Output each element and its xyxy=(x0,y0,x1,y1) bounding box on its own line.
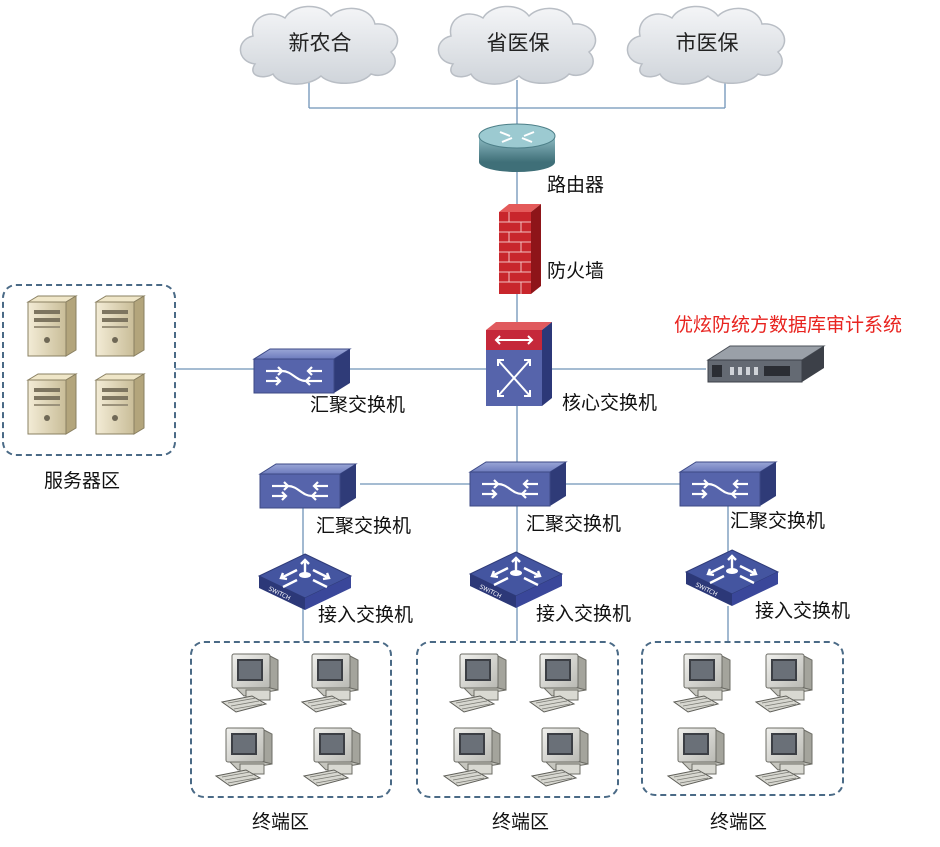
cloud-label: 省医保 xyxy=(486,31,550,55)
aggregation-switch-label: 汇聚交换机 xyxy=(526,513,622,535)
aggregation-switch-icon xyxy=(258,462,358,510)
cloud-label: 新农合 xyxy=(288,31,352,55)
aggregation-switch-icon xyxy=(678,460,778,508)
core-switch-label: 核心交换机 xyxy=(562,392,658,414)
aggregation-switch-label: 汇聚交换机 xyxy=(730,510,826,532)
access-switch-label: 接入交换机 xyxy=(536,603,632,625)
server-aggregation-switch-icon xyxy=(252,347,352,395)
cloud-label: 市医保 xyxy=(675,31,739,55)
access-switch-icon xyxy=(684,548,780,608)
access-switch-label: 接入交换机 xyxy=(755,600,851,622)
terminal-zone-box xyxy=(190,641,392,798)
firewall-icon xyxy=(499,204,541,294)
aggregation-switch-icon xyxy=(468,460,568,508)
access-switch-label: 接入交换机 xyxy=(318,604,414,626)
firewall-label: 防火墙 xyxy=(547,260,605,282)
router-label: 路由器 xyxy=(547,174,605,196)
server-zone-label: 服务器区 xyxy=(44,470,121,492)
core-switch-icon xyxy=(486,322,552,406)
router-icon xyxy=(478,123,556,172)
audit-system-label: 优炫防统方数据库审计系统 xyxy=(674,314,903,336)
server-zone-box xyxy=(2,284,176,456)
access-switch-icon xyxy=(257,552,353,612)
terminal-zone-label: 终端区 xyxy=(492,811,550,833)
terminal-zone-label: 终端区 xyxy=(710,811,768,833)
terminal-zone-box xyxy=(641,641,844,796)
terminal-zone-box xyxy=(416,641,619,798)
access-switch-icon xyxy=(468,550,564,610)
audit-appliance-icon xyxy=(706,345,826,383)
connection-lines xyxy=(175,80,729,641)
server-aggregation-switch-label: 汇聚交换机 xyxy=(310,394,406,416)
terminal-zone-label: 终端区 xyxy=(252,811,310,833)
aggregation-switch-label: 汇聚交换机 xyxy=(316,515,412,537)
